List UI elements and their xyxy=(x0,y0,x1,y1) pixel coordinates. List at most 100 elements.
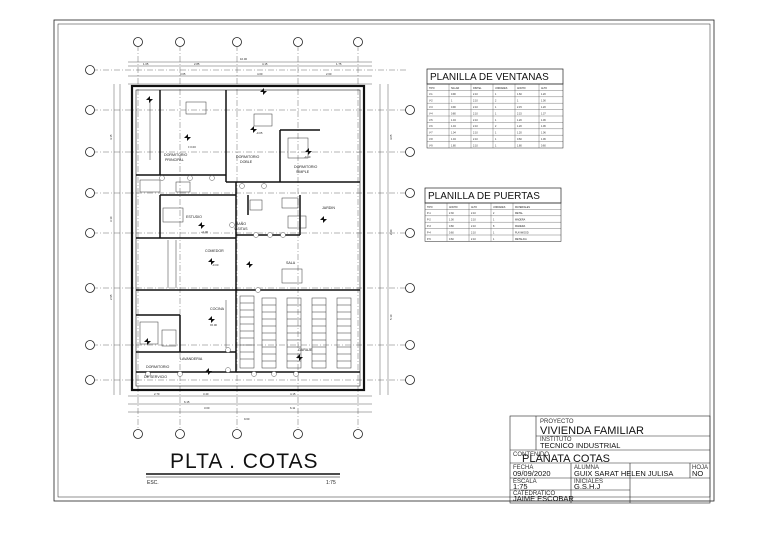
room-label-sub: SIMPLE xyxy=(296,170,310,174)
windows-cell: V-4 xyxy=(429,112,433,115)
doors-cell: PLAYWOOD xyxy=(515,231,529,234)
windows-cell: 1.20 xyxy=(517,125,522,128)
room-label: GARAJE xyxy=(298,348,313,352)
title-block xyxy=(509,415,711,504)
doors-cell: METALICA xyxy=(515,238,527,241)
doors-header-cell: TIPO xyxy=(427,206,433,209)
windows-cell: 1 xyxy=(495,144,497,147)
axis-bubbles xyxy=(85,37,415,439)
dim-top: 4.15 xyxy=(262,62,268,66)
dim-bottom: 2.70 xyxy=(154,392,160,396)
doors-cell: P-4 xyxy=(427,231,431,234)
windows-cell: 2.10 xyxy=(473,100,478,103)
level-label: +0.00 xyxy=(201,230,209,234)
doors-header-cell: MATERIALES xyxy=(515,206,530,209)
windows-cell: 1.06 xyxy=(541,119,546,122)
windows-cell: V-8 xyxy=(429,138,433,141)
doors-cell: 2.10 xyxy=(471,231,476,234)
dim-bottom: 6.11 xyxy=(290,406,296,410)
windows-cell: 1 xyxy=(495,112,497,115)
room-label-sub: DE SERVICIO xyxy=(144,375,167,379)
windows-cell: 2.15 xyxy=(517,112,522,115)
dim-top: 2.60 xyxy=(326,72,332,76)
dim-top: 3.05 xyxy=(180,72,186,76)
windows-cell: 1.04 xyxy=(451,119,456,122)
alumna-value: GUIX SARAT HELEN JULISA xyxy=(574,469,673,478)
level-label: ±0.00 xyxy=(210,323,217,327)
windows-cell: 2.10 xyxy=(473,144,478,147)
windows-cell: 1.04 xyxy=(451,132,456,135)
escala-value: 1:75 xyxy=(513,482,528,491)
dimension-lines xyxy=(113,61,389,413)
windows-cell: 1 xyxy=(495,93,497,96)
windows-cell: 1.60 xyxy=(517,93,522,96)
windows-header-cell: UNIDADES xyxy=(495,87,508,90)
room-label: ESTUDIO xyxy=(186,215,202,219)
dim-bottom: 4.15 xyxy=(290,392,296,396)
garage-stalls xyxy=(239,295,352,369)
windows-cell: 2 xyxy=(495,100,497,103)
doors-table-title: PLANILLA DE PUERTAS xyxy=(428,191,540,202)
level-label: -0.05 xyxy=(256,131,263,135)
proyecto-value: VIVIENDA FAMILIAR xyxy=(540,425,644,437)
level-label: -0.00 xyxy=(212,263,219,267)
dim-side: 2.40 xyxy=(389,229,393,235)
windows-cell: 2.10 xyxy=(473,93,478,96)
doors-cell: P-1 xyxy=(427,212,431,215)
windows-cell: 0.60 xyxy=(541,144,546,147)
doors-cell: METAL xyxy=(515,212,523,215)
windows-cell: 2.10 xyxy=(473,106,478,109)
contenido-value: PLANATA COTAS xyxy=(522,453,610,465)
windows-cell: V-5 xyxy=(429,119,433,122)
fixtures xyxy=(139,100,309,348)
catedratico-value: JAIME ESCOBAR xyxy=(513,494,574,503)
doors-cell: MADERA xyxy=(515,219,526,222)
dim-bottom: 3.40 xyxy=(203,392,209,396)
room-label: SALA xyxy=(286,261,296,265)
windows-cell: 1.80 xyxy=(517,144,522,147)
doors-cell: 2.10 xyxy=(471,238,476,241)
hoja-label: HOJA xyxy=(692,465,708,471)
windows-cell: 0.80 xyxy=(451,112,456,115)
door-tags xyxy=(145,175,299,377)
dim-side: 5.10 xyxy=(389,314,393,320)
doors-cell: 0.60 xyxy=(449,238,454,241)
dim-side: 2.95 xyxy=(109,294,113,300)
room-label: DORMITORIO xyxy=(236,155,259,159)
doors-cell: 2.10 xyxy=(471,225,476,228)
doors-cell: 0.80 xyxy=(449,225,454,228)
windows-cell: V-9 xyxy=(429,144,433,147)
windows-cell: 1.06 xyxy=(541,125,546,128)
scale-value: 1:75 xyxy=(326,480,336,486)
level-label: ± 0.00 xyxy=(188,145,196,149)
doors-header-cell: ANCHO xyxy=(449,206,458,209)
inner-border xyxy=(57,23,711,498)
grid-axes xyxy=(92,45,408,430)
doors-cell: 8 xyxy=(493,225,495,228)
dim-top: 2.85 xyxy=(194,62,200,66)
room-label: JARDIN xyxy=(322,206,335,210)
floor-plan xyxy=(85,37,415,439)
room-label: DORMITORIO xyxy=(146,365,169,369)
doors-cell: 1.00 xyxy=(449,219,454,222)
room-label: DORMITORIO xyxy=(294,165,317,169)
iniciales-label: INICIALES xyxy=(574,479,603,485)
doors-cell: P-2 xyxy=(427,219,431,222)
windows-cell: 2.10 xyxy=(473,112,478,115)
doors-cell: 2.10 xyxy=(471,219,476,222)
room-label: COMEDOR xyxy=(205,249,224,253)
room-label: DORMITORIO xyxy=(164,153,187,157)
windows-cell: 2.10 xyxy=(473,125,478,128)
windows-cell: 1.20 xyxy=(541,106,546,109)
contenido-label: CONTENIDO xyxy=(513,452,549,458)
dim-top: 1.75 xyxy=(336,62,342,66)
alumna-label: ALUMNA xyxy=(574,465,599,471)
level-labels: ± 0.00 -0.05 -0.10 +0.00 -0.00 ±0.00 xyxy=(188,131,311,327)
room-label: LAVANDERIA xyxy=(180,357,203,361)
instituto-value: TECNICO INDUSTRIAL xyxy=(540,441,620,450)
drawing-title-block: PLTA . COTAS ESC. 1:75 xyxy=(146,450,340,486)
windows-cell: V-7 xyxy=(429,132,433,135)
doors-cell: P-3 xyxy=(427,225,431,228)
